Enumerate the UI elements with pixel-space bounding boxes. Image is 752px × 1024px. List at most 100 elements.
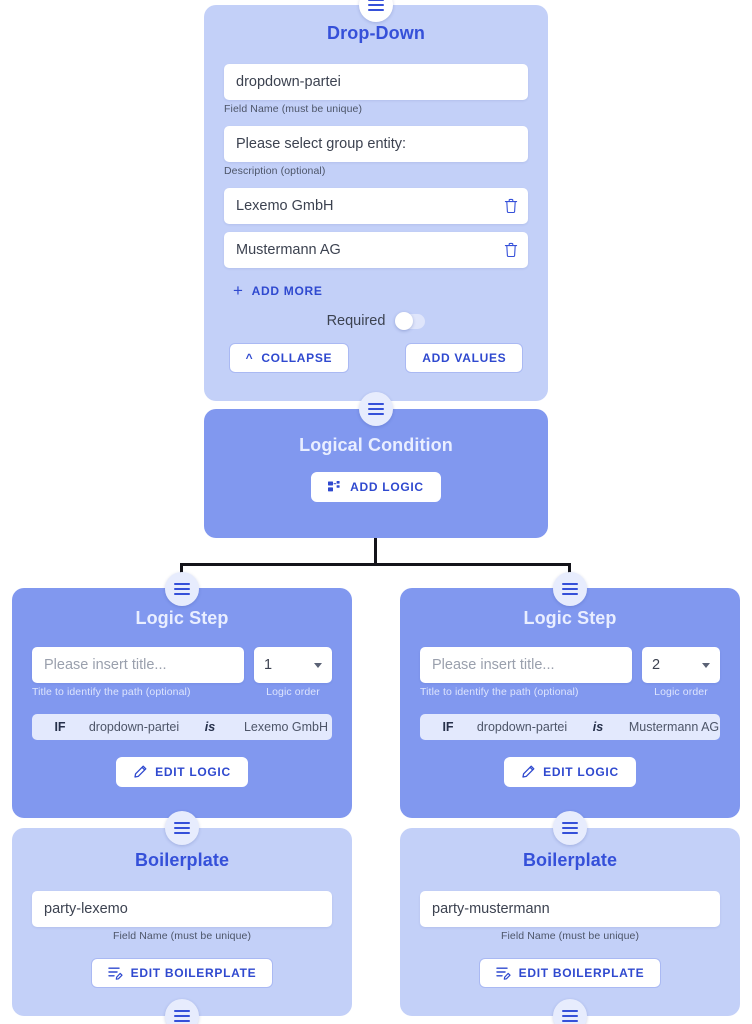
option-value-1: Mustermann AG bbox=[236, 242, 341, 258]
boilerplate-drag-handle-0[interactable] bbox=[165, 811, 199, 845]
drag-handle-icon bbox=[368, 0, 384, 12]
boilerplate-field-value-0: party-lexemo bbox=[44, 901, 128, 917]
edit-list-icon bbox=[107, 967, 123, 980]
toggle-knob bbox=[395, 312, 414, 330]
description-value: Please select group entity: bbox=[236, 136, 407, 152]
logical-condition-node: Logical Condition ADD LOGIC bbox=[204, 409, 548, 538]
logic-order-select-1[interactable]: 2 bbox=[642, 647, 720, 683]
field-name-helper: Field Name (must be unique) bbox=[224, 103, 363, 115]
logic-step-title-input-1[interactable]: Please insert title... bbox=[420, 647, 632, 683]
logic-order-helper-0: Logic order bbox=[266, 686, 320, 698]
connector-vertical-top bbox=[374, 538, 377, 566]
add-values-button[interactable]: ADD VALUES bbox=[405, 343, 524, 373]
connector-horizontal bbox=[180, 563, 571, 566]
logic-order-helper-1: Logic order bbox=[654, 686, 708, 698]
condition-row-0: IF dropdown-partei is Lexemo GmbH bbox=[32, 714, 332, 740]
condition-operator-0: is bbox=[204, 720, 216, 734]
field-name-value: dropdown-partei bbox=[236, 74, 341, 90]
required-label: Required bbox=[326, 313, 386, 329]
edit-logic-label-0: EDIT LOGIC bbox=[155, 765, 231, 779]
boilerplate-field-input-1[interactable]: party-mustermann bbox=[420, 891, 720, 927]
boilerplate-field-input-0[interactable]: party-lexemo bbox=[32, 891, 332, 927]
drag-handle-icon bbox=[562, 582, 578, 596]
boilerplate-node-0: Boilerplate party-lexemo Field Name (mus… bbox=[12, 828, 352, 1016]
option-input-1[interactable]: Mustermann AG bbox=[224, 232, 528, 268]
chevron-down-icon bbox=[314, 662, 322, 668]
collapse-button[interactable]: ^ COLLAPSE bbox=[228, 343, 350, 373]
chevron-down-icon bbox=[702, 662, 710, 668]
trash-icon[interactable] bbox=[504, 198, 518, 214]
field-name-input[interactable]: dropdown-partei bbox=[224, 64, 528, 100]
condition-field-1: dropdown-partei bbox=[476, 720, 568, 734]
sitemap-icon bbox=[328, 480, 340, 491]
drag-handle-icon bbox=[174, 1009, 190, 1023]
edit-list-icon bbox=[495, 967, 511, 980]
logic-step-title-placeholder-1: Please insert title... bbox=[432, 657, 555, 673]
boilerplate-drag-handle-1[interactable] bbox=[553, 811, 587, 845]
trash-icon[interactable] bbox=[504, 242, 518, 258]
drag-handle-icon bbox=[174, 582, 190, 596]
boilerplate-field-helper-1: Field Name (must be unique) bbox=[500, 930, 640, 942]
chevron-up-icon: ^ bbox=[245, 351, 254, 365]
option-value-0: Lexemo GmbH bbox=[236, 198, 334, 214]
logic-step-node-0: Logic Step Please insert title... Title … bbox=[12, 588, 352, 818]
logic-order-select-0[interactable]: 1 bbox=[254, 647, 332, 683]
option-input-0[interactable]: Lexemo GmbH bbox=[224, 188, 528, 224]
pencil-icon bbox=[134, 765, 147, 778]
edit-logic-button-1[interactable]: EDIT LOGIC bbox=[504, 757, 636, 787]
logic-order-value-1: 2 bbox=[652, 657, 661, 673]
description-input[interactable]: Please select group entity: bbox=[224, 126, 528, 162]
dropdown-node-drag-handle[interactable] bbox=[359, 0, 393, 22]
logical-condition-title: Logical Condition bbox=[299, 435, 453, 455]
edit-logic-label-1: EDIT LOGIC bbox=[543, 765, 619, 779]
condition-value-1: Mustermann AG bbox=[628, 720, 720, 734]
boilerplate-field-helper-0: Field Name (must be unique) bbox=[112, 930, 252, 942]
required-toggle[interactable] bbox=[395, 312, 426, 330]
logic-step-title-0: Logic Step bbox=[135, 608, 229, 628]
logic-step-node-1: Logic Step Please insert title... Title … bbox=[400, 588, 740, 818]
condition-row-1: IF dropdown-partei is Mustermann AG bbox=[420, 714, 720, 740]
add-logic-label: ADD LOGIC bbox=[350, 480, 424, 494]
logical-condition-drag-handle[interactable] bbox=[359, 392, 393, 426]
description-helper: Description (optional) bbox=[224, 165, 326, 177]
drag-handle-icon bbox=[562, 1009, 578, 1023]
condition-value-0: Lexemo GmbH bbox=[243, 720, 329, 734]
dropdown-node-actions: ^ COLLAPSE ADD VALUES bbox=[224, 343, 528, 373]
edit-boilerplate-label-1: EDIT BOILERPLATE bbox=[518, 966, 645, 980]
plus-icon: + bbox=[233, 281, 244, 300]
drag-handle-icon bbox=[174, 821, 190, 835]
logic-step-title-input-0[interactable]: Please insert title... bbox=[32, 647, 244, 683]
edit-logic-button-0[interactable]: EDIT LOGIC bbox=[116, 757, 248, 787]
dropdown-node: Drop-Down dropdown-partei Field Name (mu… bbox=[204, 5, 548, 401]
condition-field-0: dropdown-partei bbox=[88, 720, 180, 734]
collapse-label: COLLAPSE bbox=[261, 351, 333, 365]
dropdown-node-title: Drop-Down bbox=[327, 23, 425, 43]
condition-if-1: IF bbox=[442, 720, 454, 734]
boilerplate-bottom-handle-0[interactable] bbox=[165, 999, 199, 1024]
drag-handle-icon bbox=[562, 821, 578, 835]
pencil-icon bbox=[522, 765, 535, 778]
logic-step-drag-handle-0[interactable] bbox=[165, 572, 199, 606]
add-more-button[interactable]: + ADD MORE bbox=[233, 282, 528, 299]
boilerplate-title-1: Boilerplate bbox=[522, 850, 618, 870]
add-more-label: ADD MORE bbox=[251, 283, 323, 298]
edit-boilerplate-label-0: EDIT BOILERPLATE bbox=[130, 966, 257, 980]
edit-boilerplate-button-1[interactable]: EDIT BOILERPLATE bbox=[478, 958, 662, 988]
logic-order-value-0: 1 bbox=[264, 657, 273, 673]
logic-step-title-1: Logic Step bbox=[523, 608, 617, 628]
edit-boilerplate-button-0[interactable]: EDIT BOILERPLATE bbox=[90, 958, 274, 988]
condition-operator-1: is bbox=[592, 720, 604, 734]
logic-step-drag-handle-1[interactable] bbox=[553, 572, 587, 606]
add-values-label: ADD VALUES bbox=[422, 351, 507, 365]
drag-handle-icon bbox=[368, 402, 384, 416]
boilerplate-title-0: Boilerplate bbox=[134, 850, 230, 870]
logic-step-title-placeholder-0: Please insert title... bbox=[44, 657, 167, 673]
boilerplate-bottom-handle-1[interactable] bbox=[553, 999, 587, 1024]
logic-step-title-helper-1: Title to identify the path (optional) bbox=[420, 686, 579, 698]
boilerplate-field-value-1: party-mustermann bbox=[432, 901, 550, 917]
required-toggle-row: Required bbox=[224, 312, 528, 330]
logic-step-title-helper-0: Title to identify the path (optional) bbox=[32, 686, 191, 698]
condition-if-0: IF bbox=[54, 720, 66, 734]
add-logic-button[interactable]: ADD LOGIC bbox=[311, 472, 441, 502]
